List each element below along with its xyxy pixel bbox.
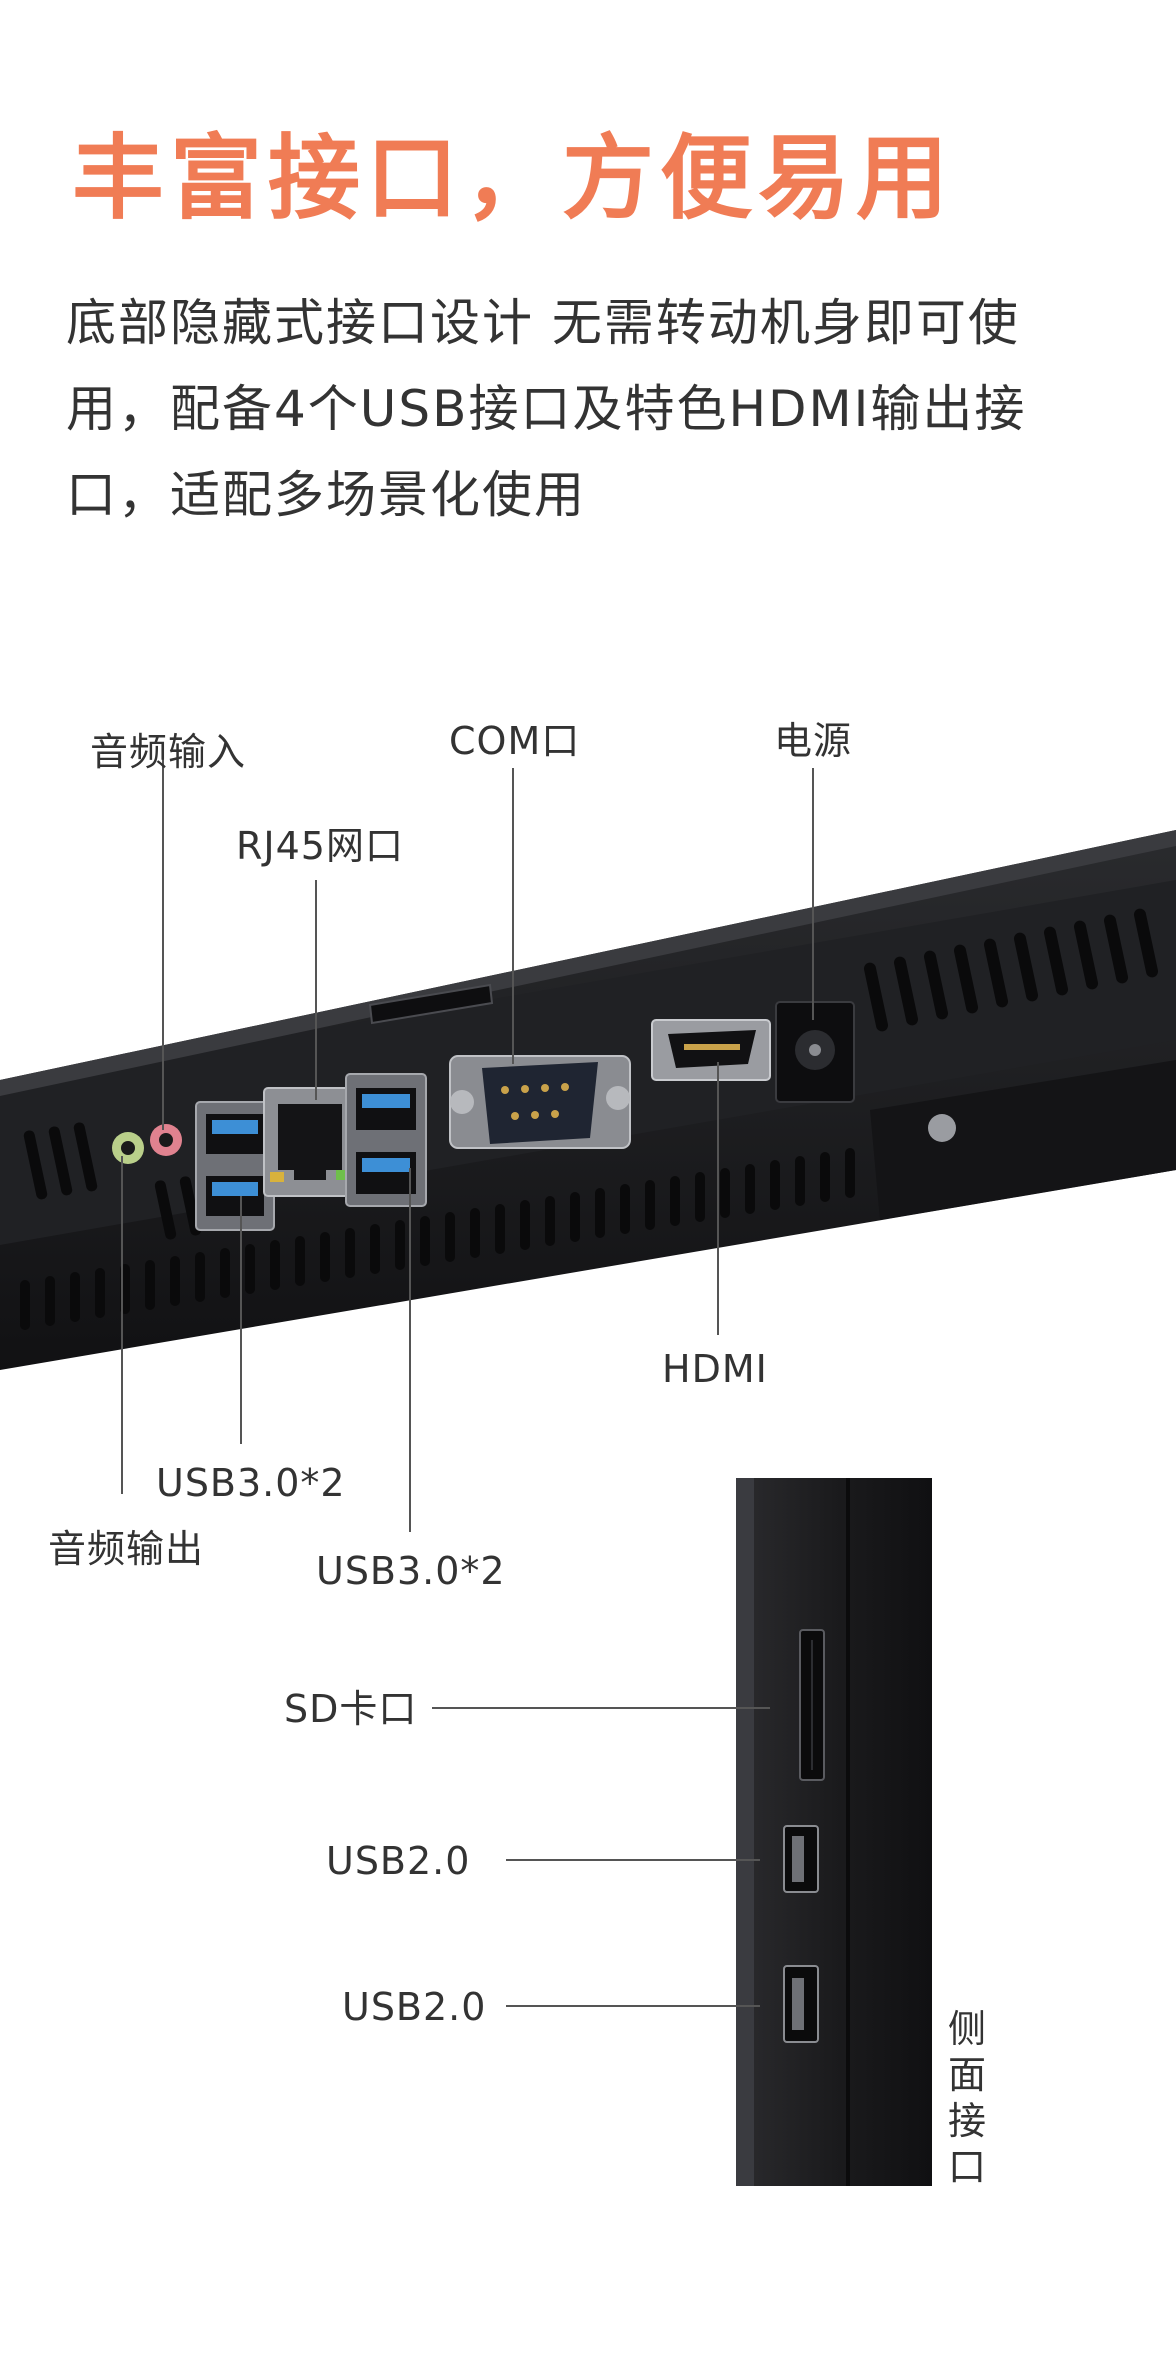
audio-out-jack-icon (112, 1132, 144, 1164)
rear-panel-top-edge (0, 830, 1176, 1096)
side-panel-body (736, 1478, 932, 2186)
side-panel-edge (736, 1478, 754, 2186)
label-side-ports: 侧面接口 (947, 2007, 986, 2189)
label-power: 电源 (774, 719, 853, 763)
rear-leader-lines (121, 752, 814, 1532)
usb30-right-ports-icon (345, 1073, 427, 1207)
stand-bracket (870, 1060, 1176, 1220)
vent-slots-right (863, 908, 1159, 1032)
card-slot (368, 983, 494, 1025)
hdmi-port-icon (651, 1019, 771, 1081)
description-line: 底部隐藏式接口设计 无需转动机身即可使 (66, 294, 1020, 352)
label-usb30-right: USB3.0*2 (316, 1549, 506, 1593)
usb20-top-port-icon (783, 1825, 819, 1893)
label-audio-in: 音频输入 (90, 730, 247, 774)
side-leader-lines (432, 1707, 770, 2007)
rj45-port-icon (263, 1087, 357, 1197)
label-usb20-top: USB2.0 (326, 1839, 471, 1883)
label-hdmi: HDMI (662, 1347, 768, 1391)
page-description: 底部隐藏式接口设计 无需转动机身即可使 用，配备4个USB接口及特色HDMI输出… (66, 280, 1086, 538)
rear-panel-device (0, 830, 1176, 1370)
description-line: 用，配备4个USB接口及特色HDMI输出接 (66, 380, 1027, 438)
usb20-bottom-port-icon (783, 1965, 819, 2043)
label-usb20-bottom: USB2.0 (342, 1985, 487, 2029)
vent-slots-bottom (20, 1148, 855, 1330)
page-title: 丰富接口，方便易用 (72, 125, 955, 232)
label-rj45: RJ45网口 (236, 824, 404, 868)
description-line: 口，适配多场景化使用 (66, 466, 586, 524)
audio-in-jack-icon (150, 1124, 182, 1156)
usb30-left-ports-icon (195, 1101, 275, 1231)
vent-slots-left (23, 1122, 202, 1240)
power-port-icon (775, 1001, 855, 1103)
label-com: COM口 (449, 719, 581, 763)
com-port-icon (449, 1055, 631, 1149)
label-usb30-left: USB3.0*2 (156, 1461, 346, 1505)
label-sd-card: SD卡口 (284, 1687, 418, 1731)
side-panel-device (736, 1478, 932, 2186)
label-audio-out: 音频输出 (48, 1527, 205, 1571)
sd-card-slot-icon (799, 1629, 825, 1781)
